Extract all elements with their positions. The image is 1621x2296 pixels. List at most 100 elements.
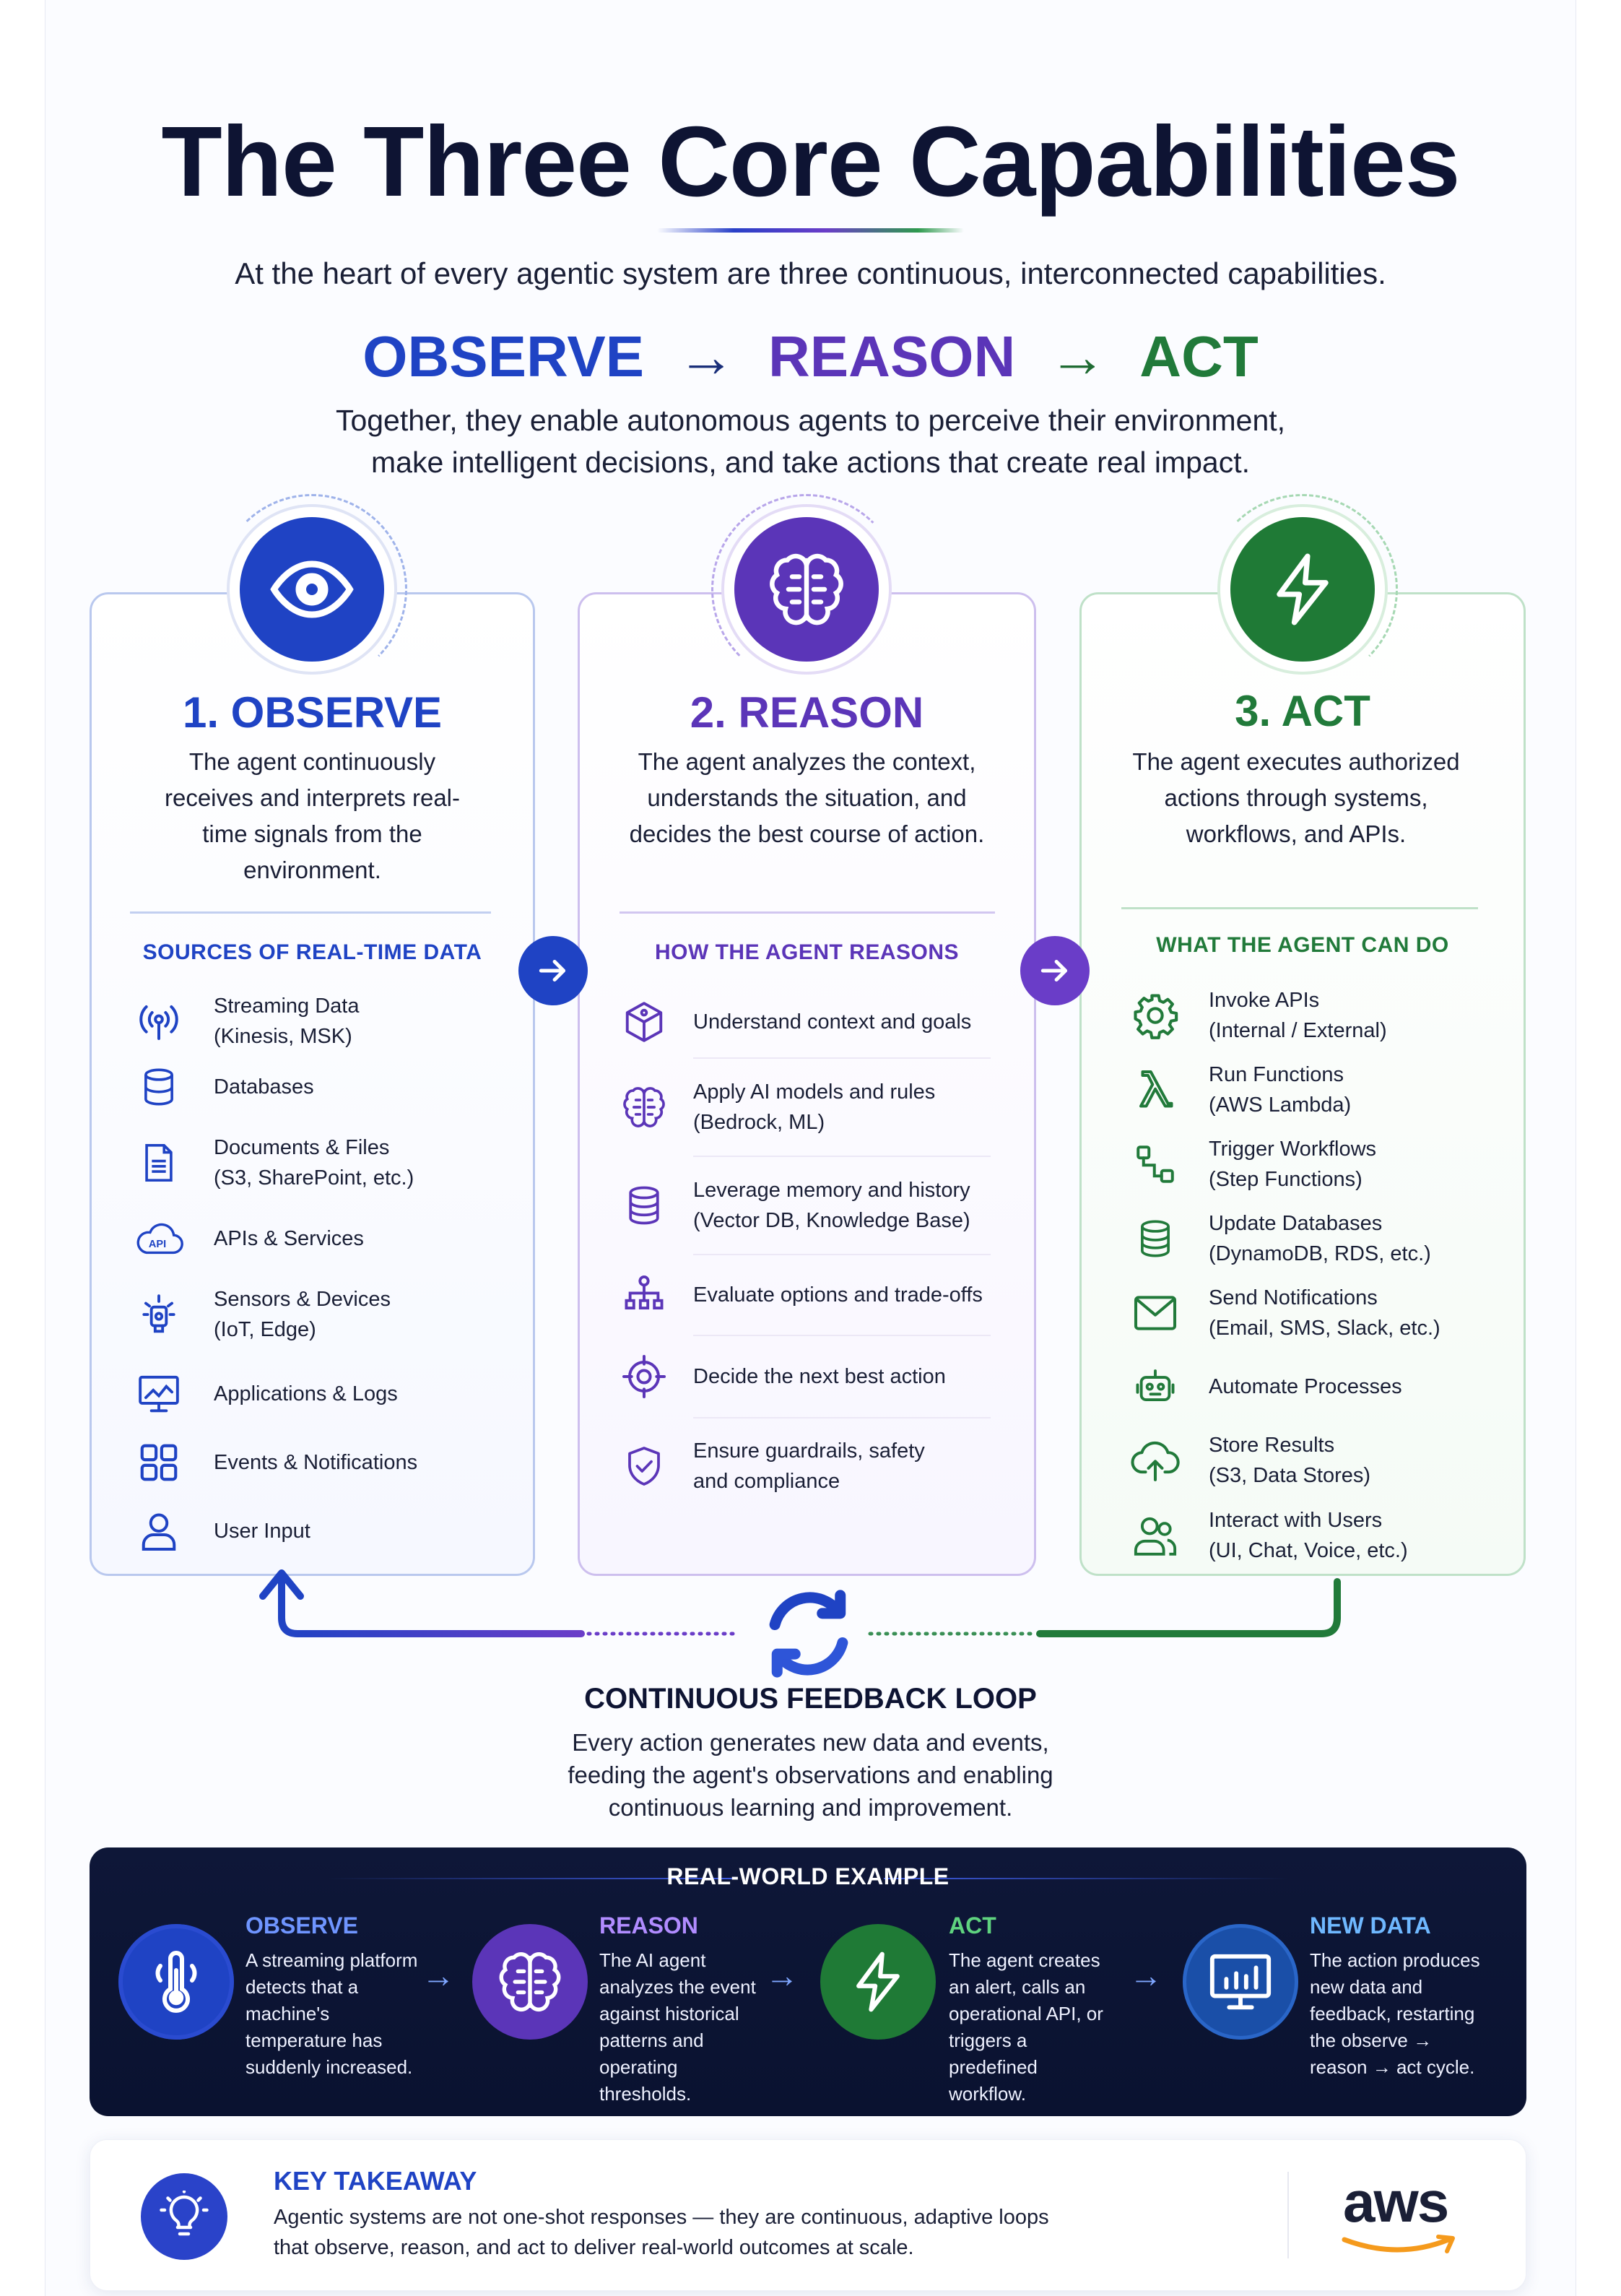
robot-icon — [1126, 1358, 1184, 1416]
page-subtitle: At the heart of every agentic system are… — [235, 256, 1386, 290]
document-icon — [130, 1134, 188, 1192]
list-item: Send Notifications (Email, SMS, Slack, e… — [1126, 1275, 1516, 1351]
act-title: 3. ACT — [1235, 687, 1370, 735]
item-separator — [693, 1254, 991, 1255]
arrow-right-icon — [1020, 936, 1090, 1005]
list-item: Invoke APIs (Internal / External) — [1126, 978, 1516, 1053]
observe-title: 1. OBSERVE — [182, 688, 443, 737]
act-items: Invoke APIs (Internal / External) Run Fu… — [1126, 978, 1516, 1573]
example-step-label: ACT — [949, 1912, 996, 1938]
flow-reason: REASON — [768, 324, 1016, 389]
item-text: Documents & Files (S3, SharePoint, etc.) — [214, 1136, 414, 1190]
arrow-right-icon — [518, 936, 588, 1005]
item-separator — [693, 1057, 991, 1059]
list-item: Decide the next best action — [615, 1336, 991, 1417]
aws-smile-icon — [1342, 2235, 1455, 2253]
list-item: Trigger Workflows (Step Functions) — [1126, 1127, 1516, 1202]
reason-section-heading: HOW THE AGENT REASONS — [654, 940, 960, 964]
list-item: Update Databases (DynamoDB, RDS, etc.) — [1126, 1202, 1516, 1275]
item-separator — [693, 1335, 991, 1336]
workflow-icon — [1126, 1135, 1184, 1193]
feedback-loop-title: CONTINUOUS FEEDBACK LOOP — [584, 1683, 1037, 1715]
database-icon — [1126, 1210, 1184, 1268]
database-icon — [615, 1177, 673, 1234]
act-divider — [1121, 907, 1478, 909]
arrow-right-icon: → — [1129, 1957, 1162, 1994]
broadcast-icon — [130, 992, 188, 1050]
act-description: The agent executes authorized actions th… — [1132, 748, 1460, 847]
example-step-text: The action produces new data and feedbac… — [1310, 1949, 1480, 2078]
list-item: Applications & Logs — [130, 1359, 520, 1429]
reason-title: 2. REASON — [690, 688, 924, 737]
arrow-right-icon: → — [765, 1957, 799, 1994]
grid-icon — [130, 1434, 188, 1491]
reason-description: The agent analyzes the context, understa… — [629, 748, 985, 847]
bolt-icon — [820, 1924, 936, 2040]
lambda-icon — [1126, 1061, 1184, 1119]
heading-rule — [328, 1878, 732, 1879]
bolt-icon — [1230, 517, 1375, 662]
act-orbit — [1207, 494, 1398, 685]
loop-line: continuous learning and improvement. — [608, 1794, 1013, 1821]
observe-divider — [130, 911, 491, 914]
example-step-label: REASON — [599, 1912, 698, 1938]
item-text: Streaming Data (Kinesis, MSK) — [214, 995, 360, 1048]
item-text: Databases — [214, 1075, 314, 1099]
list-item: Understand context and goals — [615, 987, 991, 1057]
item-text: Understand context and goals — [693, 1010, 972, 1034]
example-step-text: The AI agent analyzes the event against … — [599, 1949, 756, 2105]
list-item: API APIs & Services — [130, 1208, 520, 1270]
target-icon — [615, 1348, 673, 1405]
svg-text:API: API — [149, 1239, 166, 1250]
cloud-upload-icon — [1126, 1431, 1184, 1489]
item-text: Decide the next best action — [693, 1365, 946, 1388]
observe-description: The agent continuously receives and inte… — [164, 748, 461, 883]
takeaway-text: Agentic systems are not one-shot respons… — [274, 2206, 1049, 2259]
item-text: Trigger Workflows (Step Functions) — [1209, 1138, 1377, 1191]
brain-icon — [734, 517, 879, 662]
item-separator — [693, 1417, 991, 1418]
item-text: Send Notifications (Email, SMS, Slack, e… — [1209, 1286, 1440, 1340]
example-heading: REAL-WORLD EXAMPLE — [666, 1863, 949, 1889]
item-text: Ensure guardrails, safety and compliance — [693, 1439, 925, 1493]
mail-icon — [1126, 1284, 1184, 1342]
aws-logo: aws — [1342, 2169, 1455, 2253]
reason-orbit — [711, 494, 902, 685]
flow-act: ACT — [1139, 324, 1259, 389]
item-text: Sensors & Devices (IoT, Edge) — [214, 1288, 391, 1341]
flow-headline: OBSERVE→REASON→ACT — [0, 324, 1621, 390]
item-text: Applications & Logs — [214, 1382, 398, 1405]
list-item: Leverage memory and history (Vector DB, … — [615, 1157, 991, 1254]
example-step-text: A streaming platform detects that a mach… — [245, 1949, 418, 2078]
list-item: Ensure guardrails, safety and compliance — [615, 1418, 991, 1514]
item-separator — [693, 1156, 991, 1157]
feedback-loop-description: Every action generates new data and even… — [0, 1726, 1621, 1824]
list-item: Interact with Users (UI, Chat, Voice, et… — [1126, 1498, 1516, 1573]
list-item: Apply AI models and rules (Bedrock, ML) — [615, 1059, 991, 1156]
item-text: Automate Processes — [1209, 1375, 1402, 1398]
item-text: Update Databases (DynamoDB, RDS, etc.) — [1209, 1212, 1431, 1265]
list-item: Streaming Data (Kinesis, MSK) — [130, 987, 520, 1056]
item-text: Leverage memory and history (Vector DB, … — [693, 1179, 970, 1232]
reason-items: Understand context and goals Apply AI mo… — [615, 987, 991, 1514]
item-text: User Input — [214, 1520, 310, 1543]
observe-section-heading: SOURCES OF REAL-TIME DATA — [142, 940, 482, 964]
feedback-loop-path — [259, 1569, 1341, 1637]
refresh-cycle-icon — [748, 1573, 869, 1694]
item-text: APIs & Services — [214, 1227, 364, 1250]
lead-line: Together, they enable autonomous agents … — [335, 404, 1286, 437]
list-item: Sensors & Devices (IoT, Edge) — [130, 1270, 520, 1359]
gear-icon — [1126, 987, 1184, 1044]
list-item: Evaluate options and trade-offs — [615, 1255, 991, 1335]
list-item: Automate Processes — [1126, 1351, 1516, 1423]
item-text: Apply AI models and rules (Bedrock, ML) — [693, 1080, 936, 1134]
title-underline — [657, 228, 964, 233]
heading-rule — [884, 1878, 1288, 1879]
item-text: Invoke APIs (Internal / External) — [1209, 989, 1387, 1042]
item-text: Interact with Users (UI, Chat, Voice, et… — [1209, 1509, 1408, 1562]
real-world-example-panel: REAL-WORLD EXAMPLE OBSERVE A streaming p… — [90, 1847, 1526, 2116]
item-text: Events & Notifications — [214, 1451, 418, 1474]
sensor-icon — [130, 1286, 188, 1343]
lead-paragraph: Together, they enable autonomous agents … — [0, 399, 1621, 483]
list-item: Databases — [130, 1056, 520, 1118]
